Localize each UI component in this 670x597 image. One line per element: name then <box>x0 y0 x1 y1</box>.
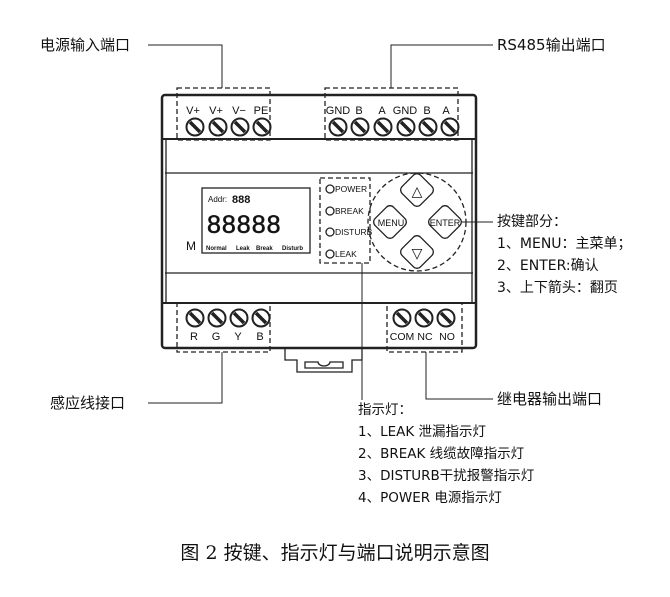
terminal-screw-icon <box>440 117 460 137</box>
terminal-screw-icon <box>418 117 438 137</box>
screw-slot <box>399 120 413 134</box>
leds-note-line: 3、DISTURB干扰报警指示灯 <box>358 468 535 484</box>
lcd-display <box>201 187 311 254</box>
terminal-screw-icon <box>328 117 348 137</box>
down-arrow-icon: ▽ <box>412 245 423 261</box>
screw-slot <box>417 311 431 325</box>
terminal-screw-icon <box>185 308 205 328</box>
terminal-label: V− <box>232 105 246 117</box>
keys-note-line: 1、MENU：主菜单； <box>497 236 632 252</box>
down-key[interactable] <box>399 234 436 271</box>
terminal-label: A <box>442 105 450 117</box>
screw-slot <box>255 120 269 134</box>
leds-note-title: 指示灯： <box>358 402 412 418</box>
terminal-label: R <box>190 331 198 343</box>
screw-slot <box>439 311 453 325</box>
led-power-indicator <box>325 184 335 194</box>
menu-key-label: MENU <box>378 218 405 228</box>
addr-digits: 888 <box>232 194 250 206</box>
menu-key[interactable] <box>372 204 409 241</box>
status-label-normal: Normal <box>206 246 227 252</box>
terminal-label: V+ <box>186 105 200 117</box>
terminal-screw-icon <box>392 308 412 328</box>
terminal-screw-icon <box>251 308 271 328</box>
screw-slot <box>211 120 225 134</box>
screw-slot <box>188 120 202 134</box>
terminal-label: COM <box>390 331 415 343</box>
screw-slot <box>232 311 246 325</box>
power-input-label: 电源输入端口 <box>40 36 131 54</box>
screw-slot <box>395 311 409 325</box>
screw-slot <box>210 311 224 325</box>
terminal-label: G <box>212 331 221 343</box>
screw-slot <box>233 120 247 134</box>
led-label-leak: LEAK <box>335 249 357 259</box>
figure-caption: 图 2 按键、指示灯与端口说明示意图 <box>180 542 490 564</box>
terminal-label: GND <box>326 105 351 117</box>
led-label-break: BREAK <box>335 206 364 216</box>
led-label-power: POWER <box>335 184 367 194</box>
keys-note-title: 按键部分： <box>497 214 567 230</box>
enter-key[interactable] <box>427 204 464 241</box>
terminal-screw-icon <box>207 308 227 328</box>
mode-marker: M <box>186 239 196 253</box>
led-break-indicator <box>325 206 335 216</box>
enter-key-label: ENTER <box>430 218 461 228</box>
terminal-label: NO <box>439 331 455 343</box>
terminal-screw-icon <box>414 308 434 328</box>
terminal-screw-icon <box>436 308 456 328</box>
led-disturb-indicator <box>325 227 335 237</box>
keys-note-line: 2、ENTER:确认 <box>497 258 599 274</box>
leds-note-line: 4、POWER 电源指示灯 <box>358 490 502 506</box>
keys-note: 按键部分： 1、MENU：主菜单； 2、ENTER:确认 3、上下箭头：翻页 <box>497 211 632 299</box>
terminal-screw-icon <box>396 117 416 137</box>
sensor-port-label: 感应线接口 <box>50 394 126 412</box>
screw-slot <box>254 311 268 325</box>
screw-slot <box>421 120 435 134</box>
terminal-label: A <box>378 105 386 117</box>
din-clip <box>284 348 363 373</box>
leds-note-line: 1、LEAK 泄漏指示灯 <box>358 424 487 440</box>
up-key[interactable] <box>399 172 436 209</box>
terminal-label: NC <box>417 331 433 343</box>
terminal-screw-icon <box>350 117 370 137</box>
leader-lines <box>148 44 493 404</box>
terminal-label: B <box>423 105 430 117</box>
terminal-label: B <box>355 105 362 117</box>
terminal-screw-icon <box>229 308 249 328</box>
screw-slot <box>188 311 202 325</box>
screw-slot <box>353 120 367 134</box>
leds-note-line: 2、BREAK 线缆故障指示灯 <box>358 446 525 462</box>
keys-note-line: 3、上下箭头：翻页 <box>497 280 618 296</box>
up-arrow-icon: △ <box>412 183 423 199</box>
rs485-output-label: RS485输出端口 <box>497 36 606 54</box>
terminal-screw-icon <box>230 117 250 137</box>
terminal-label: Y <box>234 331 242 343</box>
status-label-break: Break <box>256 246 273 252</box>
terminal-label: GND <box>393 105 418 117</box>
terminal-label: PE <box>254 105 269 117</box>
leds-note: 指示灯： 1、LEAK 泄漏指示灯 2、BREAK 线缆故障指示灯 3、DIST… <box>358 399 534 509</box>
din-clip-hook <box>304 361 344 369</box>
terminal-screw-icon <box>252 117 272 137</box>
terminal-label: V+ <box>209 105 223 117</box>
led-leak-indicator <box>325 249 335 259</box>
screw-slot <box>331 120 345 134</box>
terminal-screw-icon <box>208 117 228 137</box>
status-label-disturb: Disturb <box>282 246 303 252</box>
screw-slot <box>376 120 390 134</box>
terminal-screw-icon <box>185 117 205 137</box>
main-digits: 88888 <box>207 211 282 239</box>
addr-label: Addr: <box>208 195 227 204</box>
status-label-leak: Leak <box>236 246 250 252</box>
relay-output-label: 继电器输出端口 <box>497 390 603 408</box>
led-label-disturb: DISTURB <box>335 227 373 237</box>
terminal-screw-icon <box>373 117 393 137</box>
screw-slot <box>443 120 457 134</box>
terminal-label: B <box>256 331 263 343</box>
